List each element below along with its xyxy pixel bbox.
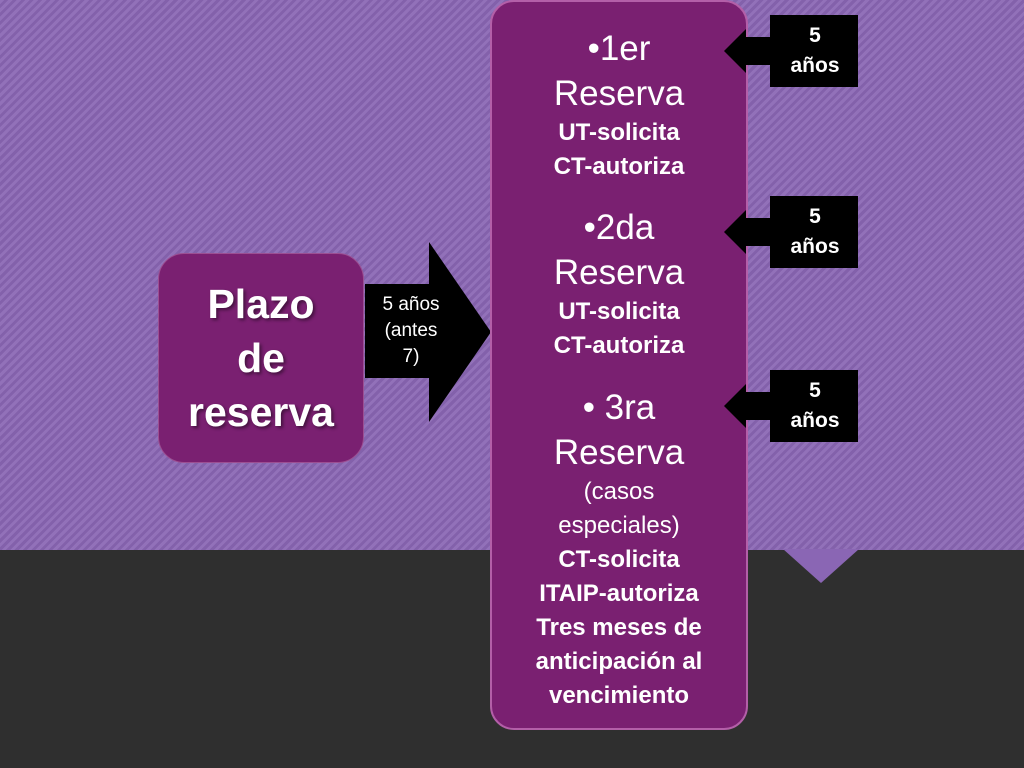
arrow-line-1: 5 años <box>382 294 440 315</box>
side-label-num: 5 <box>809 205 821 228</box>
side-label-3: 5 años <box>772 376 858 436</box>
side-label-unit: años <box>790 54 840 77</box>
reservas-box: •1er Reserva UT-solicita CT-autoriza •2d… <box>490 0 748 730</box>
reserva-3-line: CT-solicita <box>558 546 680 573</box>
left-arrow-icon <box>724 15 858 87</box>
reserva-3-line: vencimiento <box>548 682 690 709</box>
plazo-line-2: de <box>237 335 285 381</box>
reserva-3-title-2: Reserva <box>553 433 685 472</box>
side-arrow-3: 5 años <box>722 370 860 442</box>
reserva-3-line: Tres meses de <box>536 614 702 641</box>
side-label-unit: años <box>790 409 840 432</box>
side-label-num: 5 <box>809 24 821 47</box>
reserva-3: • 3ra Reserva (casos especiales) CT-soli… <box>492 385 746 713</box>
side-label-num: 5 <box>809 379 821 402</box>
reserva-1-line: UT-solicita <box>558 119 680 146</box>
arrow-label: 5 años (antes 7) <box>365 292 457 370</box>
reserva-1-title-1: •1er <box>587 29 651 68</box>
notch-pointer <box>783 549 859 583</box>
reserva-2-line: CT-autoriza <box>553 332 685 359</box>
side-label-unit: años <box>790 235 840 258</box>
side-arrow-1: 5 años <box>722 15 860 87</box>
reserva-3-line: ITAIP-autoriza <box>539 580 699 607</box>
reserva-3-title-1: • 3ra <box>582 388 656 427</box>
reserva-3-line: especiales) <box>558 512 680 539</box>
plazo-title: Plazo de reserva <box>188 277 334 439</box>
reserva-3-line: anticipación al <box>535 648 703 675</box>
right-arrow-shape: 5 años (antes 7) <box>365 242 491 422</box>
plazo-line-1: Plazo <box>207 281 315 327</box>
reserva-2-title-2: Reserva <box>553 253 685 292</box>
reserva-1-title-2: Reserva <box>553 74 685 113</box>
left-arrow-icon <box>724 196 858 268</box>
side-arrow-2: 5 años <box>722 196 860 268</box>
arrow-line-2: (antes <box>384 320 438 341</box>
side-label-2: 5 años <box>772 202 858 262</box>
reserva-2-title-1: •2da <box>583 208 655 247</box>
reserva-3-line: (casos <box>583 478 655 505</box>
left-arrow-icon <box>724 370 858 442</box>
reserva-2-line: UT-solicita <box>558 298 680 325</box>
reserva-2: •2da Reserva UT-solicita CT-autoriza <box>492 205 746 363</box>
right-arrow-icon <box>365 242 491 422</box>
reserva-1-line: CT-autoriza <box>553 153 685 180</box>
plazo-de-reserva-box: Plazo de reserva <box>158 253 364 463</box>
reserva-1: •1er Reserva UT-solicita CT-autoriza <box>492 26 746 184</box>
side-label-1: 5 años <box>772 21 858 81</box>
arrow-line-3: 7) <box>402 346 420 367</box>
plazo-line-3: reserva <box>188 389 334 435</box>
